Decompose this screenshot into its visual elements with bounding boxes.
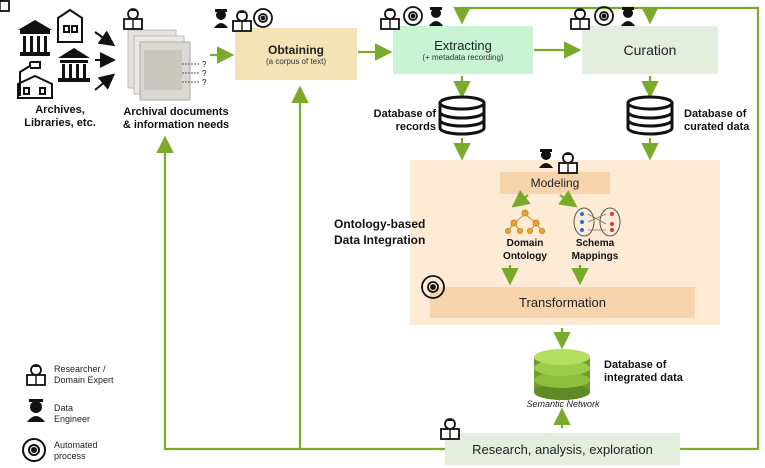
schema-mappings-label: Schema Mappings xyxy=(571,238,619,262)
documents-label: Archival documents & information needs xyxy=(122,106,230,131)
curation-step: Curation xyxy=(582,26,718,74)
schema-mappings-icon xyxy=(573,207,621,237)
svg-text:?: ? xyxy=(202,78,207,87)
researcher-icon xyxy=(0,0,10,12)
source-arrow xyxy=(94,73,116,91)
archive-building-icon xyxy=(57,8,83,43)
svg-text:?: ? xyxy=(202,69,207,78)
researcher-icon xyxy=(558,151,578,174)
townhall-building-icon xyxy=(17,61,53,99)
integrated-database-icon xyxy=(534,349,590,400)
legend-engineer-label: Data Engineer xyxy=(54,403,91,424)
archival-documents-image: ? ? ? xyxy=(127,29,207,101)
obi-label: Ontology-based Data Integration xyxy=(334,217,426,247)
modeling-step: Modeling xyxy=(500,172,610,194)
legend-researcher-icon xyxy=(26,363,46,386)
svg-text:?: ? xyxy=(202,60,207,69)
research-step: Research, analysis, exploration xyxy=(445,433,680,465)
sources-label: Archives, Libraries, etc. xyxy=(24,104,96,129)
curation-box xyxy=(582,26,718,74)
automated-process-icon xyxy=(403,6,423,26)
legend-researcher-label: Researcher / Domain Expert xyxy=(54,364,114,385)
domain-ontology-label: Domain Ontology xyxy=(503,238,547,262)
extracting-step: Extracting (+ metadata recording) xyxy=(393,26,533,74)
curated-database-icon xyxy=(626,95,674,136)
research-title: Research, analysis, exploration xyxy=(472,441,653,457)
flow-arrow-modeling-to-ontology xyxy=(511,189,531,208)
obtaining-step: Obtaining (a corpus of text) xyxy=(235,28,357,80)
museum-building-icon xyxy=(58,48,90,82)
integrated-db-label: Database of integrated data xyxy=(604,359,683,384)
ontology-tree-icon xyxy=(505,209,545,234)
feedback-arrow-to-extracting xyxy=(453,6,650,25)
automated-process-icon xyxy=(594,6,614,26)
extracting-box xyxy=(393,26,533,74)
transformation-step: Transformation xyxy=(430,287,695,318)
automated-process-icon xyxy=(421,275,445,299)
feedback-arrow-to-curation xyxy=(641,6,760,451)
engineer-icon xyxy=(621,7,635,26)
obtaining-subtitle: (a corpus of text) xyxy=(265,56,327,66)
engineer-icon xyxy=(539,149,553,168)
obtaining-title: Obtaining xyxy=(268,42,324,57)
researcher-icon xyxy=(123,7,143,30)
source-arrow xyxy=(94,30,116,47)
research-box xyxy=(445,433,680,465)
extracting-subtitle: (+ metadata recording) xyxy=(422,53,504,62)
automated-process-icon xyxy=(253,8,273,28)
modeling-box xyxy=(500,172,610,194)
engineer-icon xyxy=(429,7,443,26)
modeling-title: Modeling xyxy=(530,176,580,190)
flow-arrow-modeling-to-mappings xyxy=(558,190,578,208)
library-building-icon xyxy=(18,20,52,56)
transformation-title: Transformation xyxy=(519,295,606,310)
legend-engineer-icon xyxy=(27,399,45,422)
feedback-arrow-to-documents xyxy=(156,135,445,451)
semantic-network-label: Semantic Network xyxy=(526,399,600,409)
transformation-box xyxy=(430,287,695,318)
legend-automated-label: Automated process xyxy=(54,440,98,461)
records-database-icon xyxy=(438,95,486,136)
records-db-label: Database of records xyxy=(373,108,436,133)
extracting-title: Extracting xyxy=(434,38,492,53)
gear-group-obtaining xyxy=(214,9,228,28)
obtaining-box xyxy=(235,28,357,80)
legend-automated-icon xyxy=(22,438,46,462)
curated-db-label: Database of curated data xyxy=(684,108,750,133)
curation-title: Curation xyxy=(623,42,677,58)
engineer-icon xyxy=(214,9,228,28)
